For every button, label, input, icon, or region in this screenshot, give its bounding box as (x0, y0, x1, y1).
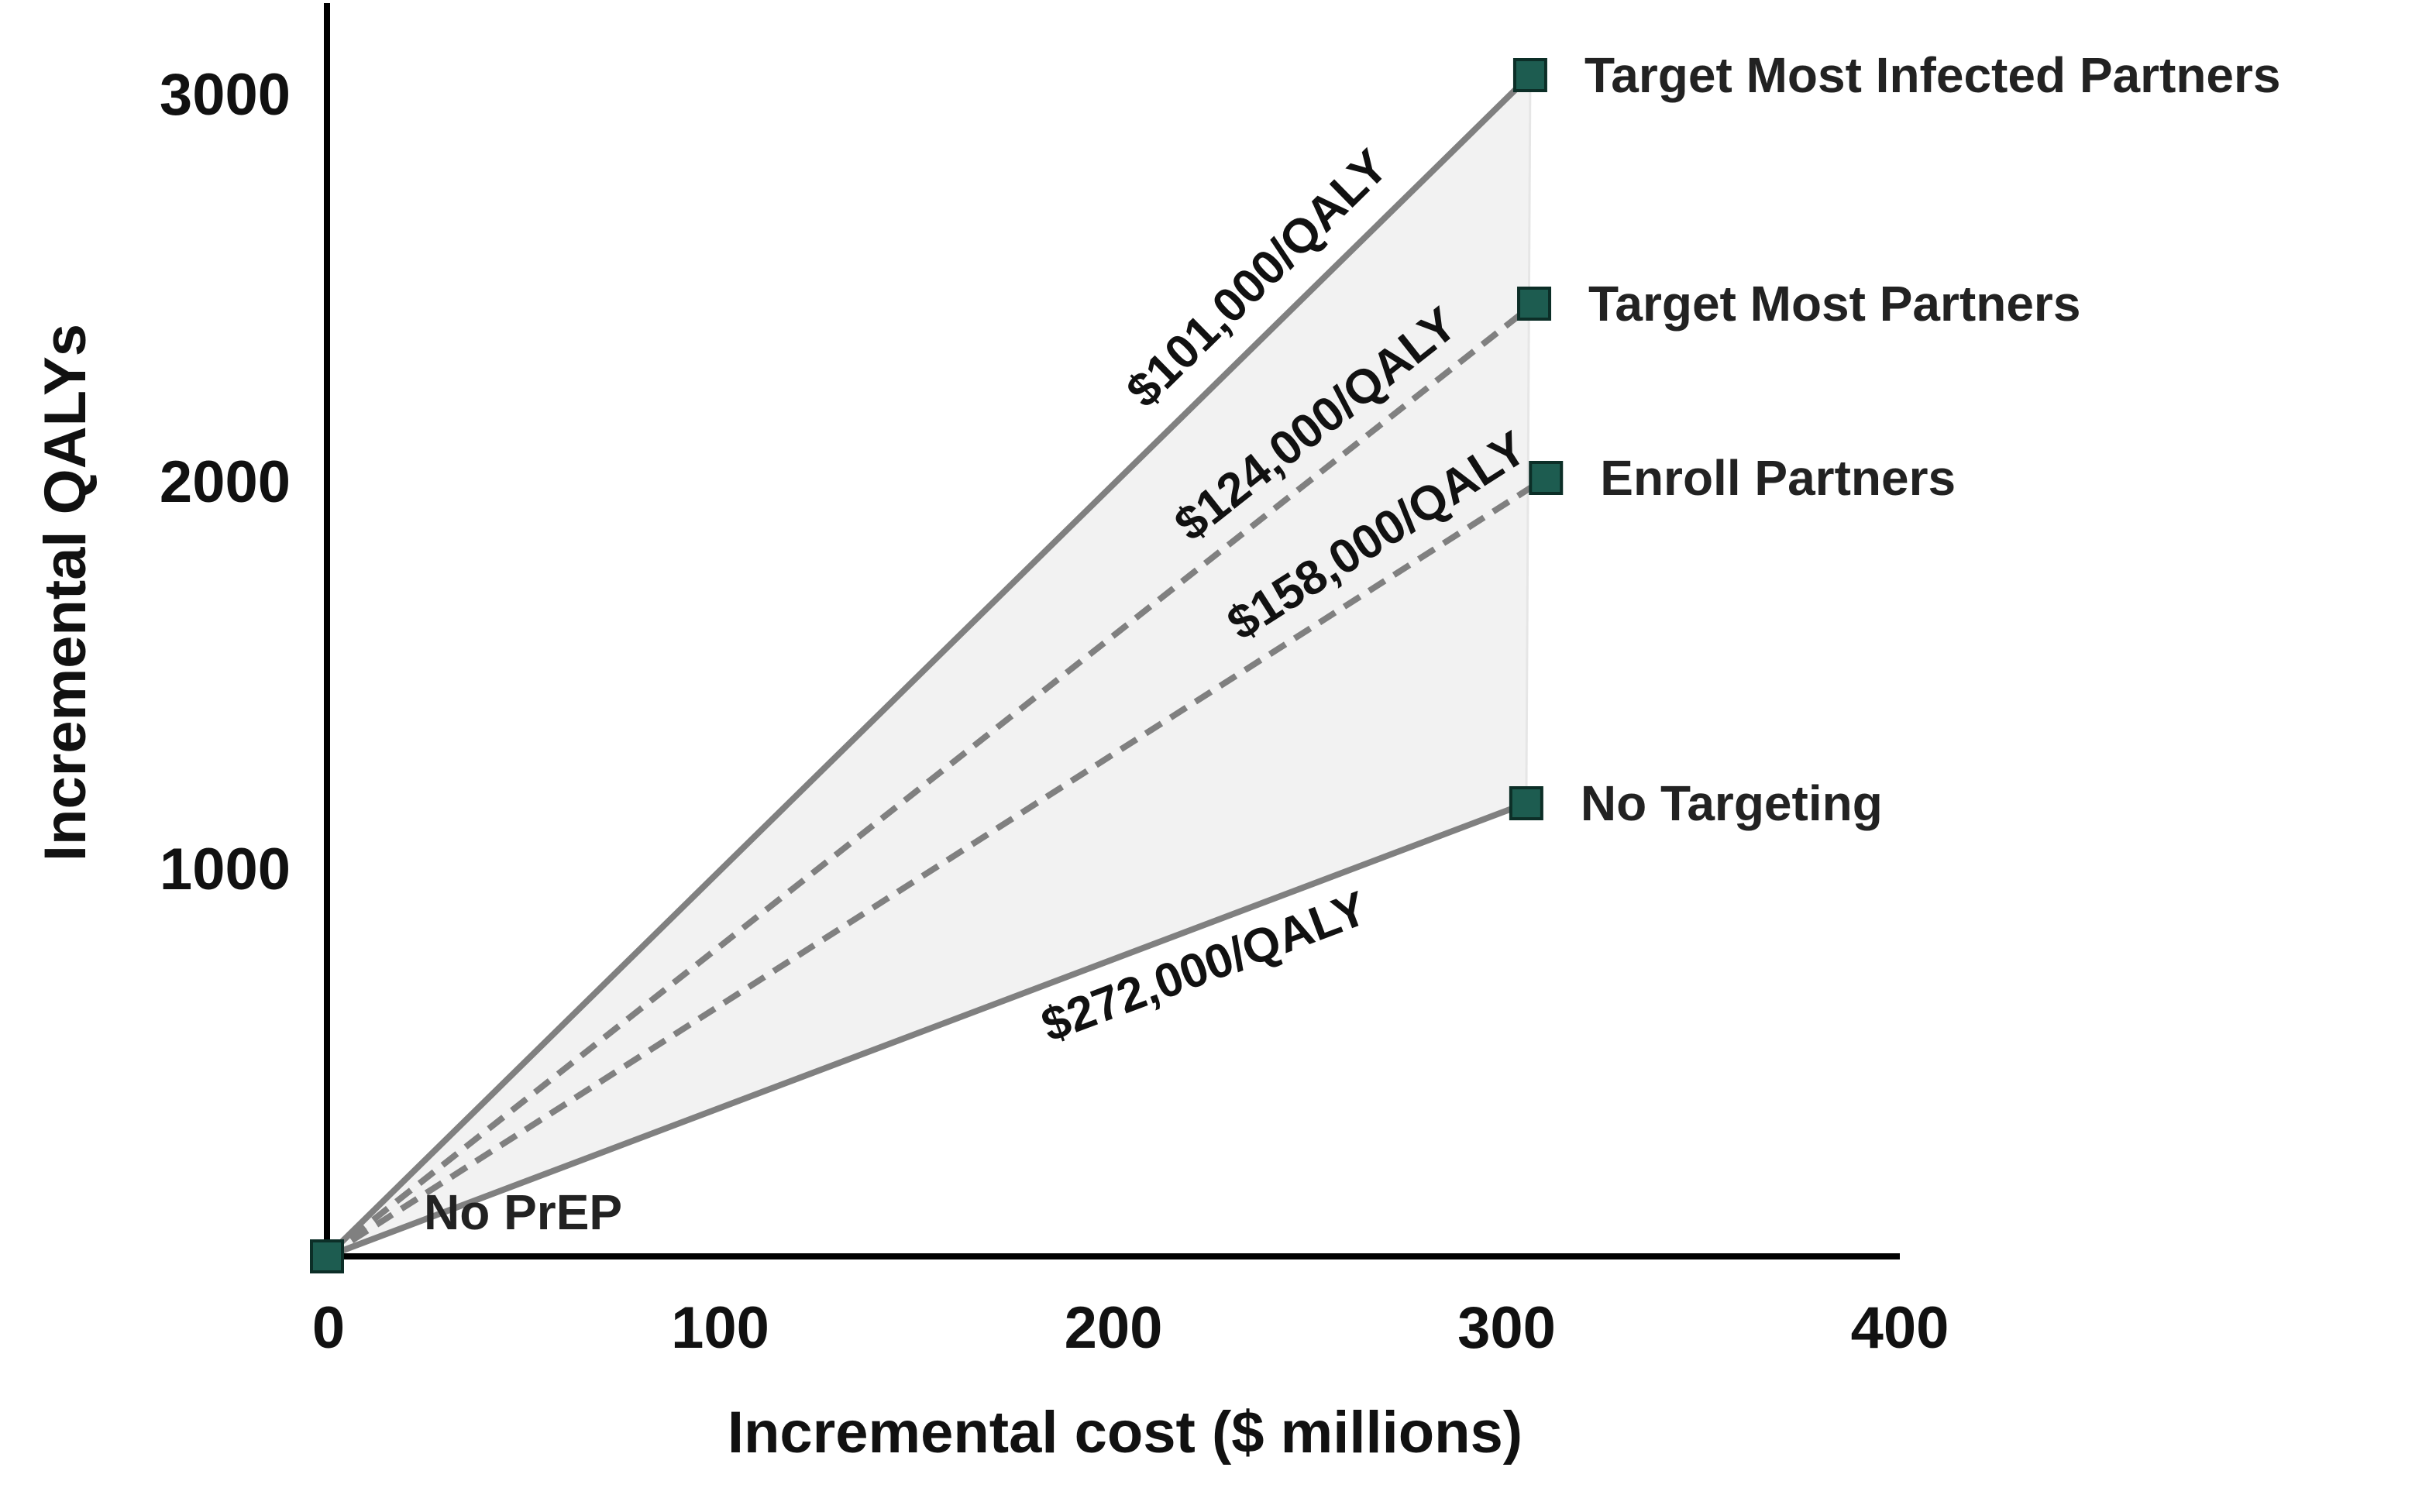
marker-no-prep (310, 1239, 344, 1273)
ratio-line-target-most-infected-partners (325, 73, 1533, 1259)
point-label-target-most-infected-partners: Target Most Infected Partners (1584, 47, 2281, 103)
x-tick-label: 100 (671, 1295, 769, 1361)
point-label-target-most-partners: Target Most Partners (1588, 276, 2080, 332)
marker-no-targeting (1509, 786, 1543, 820)
x-tick-label: 0 (312, 1295, 345, 1361)
marker-target-most-partners (1517, 287, 1552, 321)
y-axis-title: Incremental QALYs (33, 324, 98, 861)
x-tick-label: 400 (1851, 1295, 1949, 1361)
marker-enroll-partners (1529, 461, 1564, 495)
x-axis-title: Incremental cost ($ millions) (728, 1400, 1522, 1466)
ratio-line-no-targeting (325, 800, 1528, 1259)
x-tick-label: 300 (1457, 1295, 1556, 1361)
y-tick-label: 1000 (160, 837, 291, 902)
markers-layer (310, 58, 1564, 1273)
point-label-no-prep: No PrEP (424, 1184, 622, 1240)
axes-layer (324, 3, 1900, 1259)
shaded-region-edge (1525, 74, 1532, 804)
ratio-line-target-most-partners (325, 301, 1536, 1259)
point-label-no-targeting: No Targeting (1581, 775, 1883, 831)
ratio-lines-layer (325, 73, 1548, 1259)
y-tick-label: 2000 (160, 449, 291, 515)
y-tick-label: 3000 (160, 62, 291, 128)
x-tick-label: 200 (1065, 1295, 1163, 1361)
point-label-enroll-partners: Enroll Partners (1600, 450, 1956, 506)
marker-target-most-infected-partners (1512, 58, 1547, 92)
ratio-line-enroll-partners (325, 475, 1548, 1259)
